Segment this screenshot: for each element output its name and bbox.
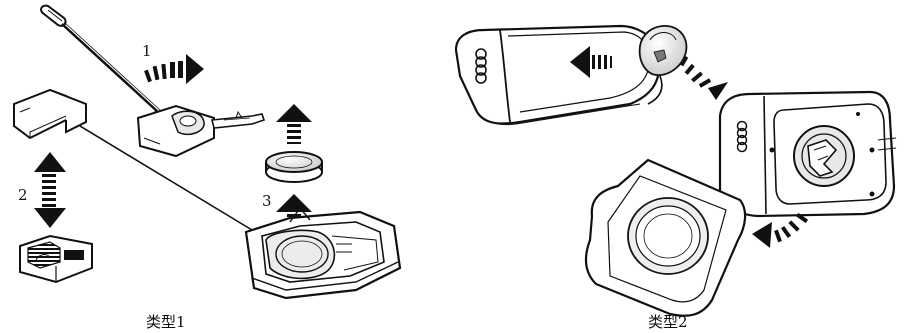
- smart-key-fob-icon: [454, 24, 662, 126]
- type2-panel: 类型2: [454, 24, 897, 331]
- curved-arrow-icon: [752, 212, 809, 248]
- type2-caption: 类型2: [648, 313, 688, 331]
- step2-double-arrow-icon: [34, 152, 66, 228]
- part-connector-line: [79, 125, 253, 231]
- key-fob-opening-icon: [136, 104, 266, 158]
- up-arrow-icon: [276, 104, 312, 144]
- battery-cover-icon: [584, 158, 747, 317]
- open-smart-key-icon: [718, 90, 897, 218]
- fob-cover-piece-icon: [13, 88, 87, 140]
- step-label: 3: [262, 192, 272, 210]
- type1-caption: 类型1: [146, 313, 186, 331]
- step1-arrow-icon: [144, 54, 204, 84]
- left-arrow-icon: [570, 46, 612, 78]
- coin-battery-icon: [265, 151, 323, 183]
- type1-panel: 2 1 3: [13, 4, 402, 331]
- curved-arrow-icon: [679, 55, 728, 100]
- audi-rings-icon: [475, 48, 487, 84]
- transponder-module-icon: [19, 234, 93, 284]
- fob-housing-open-icon: [244, 206, 402, 300]
- step-label: 2: [18, 186, 28, 204]
- step-label: 1: [142, 42, 152, 60]
- audi-rings-icon: [736, 120, 748, 153]
